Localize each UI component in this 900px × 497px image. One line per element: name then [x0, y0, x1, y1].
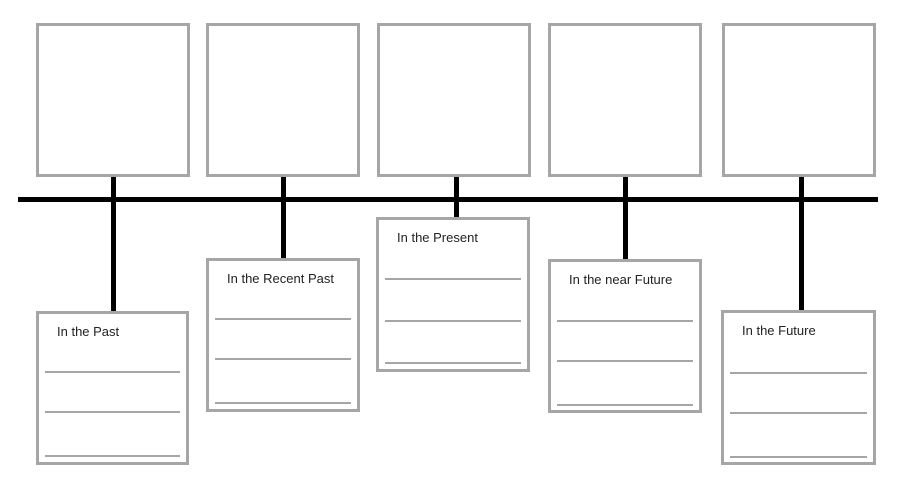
writing-line	[215, 402, 351, 404]
note-box-future: In the Future	[721, 310, 876, 465]
top-box-3	[377, 23, 531, 177]
note-box-recent-past: In the Recent Past	[206, 258, 360, 412]
writing-line	[385, 362, 521, 364]
note-label: In the Recent Past	[227, 271, 334, 286]
writing-line	[215, 358, 351, 360]
writing-line	[730, 412, 867, 414]
connector-5	[799, 177, 804, 311]
connector-1	[111, 177, 116, 312]
top-box-5	[722, 23, 876, 177]
writing-line	[730, 456, 867, 458]
note-label: In the Past	[57, 324, 120, 339]
connector-2	[281, 177, 286, 259]
note-label: In the near Future	[569, 272, 673, 287]
top-box-4	[548, 23, 702, 177]
connector-4	[623, 177, 628, 260]
writing-line	[557, 360, 693, 362]
writing-line	[45, 455, 180, 457]
note-label: In the Present	[397, 230, 478, 245]
note-box-past: In the Past	[36, 311, 189, 465]
top-box-2	[206, 23, 360, 177]
note-box-near-future: In the near Future	[548, 259, 702, 413]
writing-line	[45, 411, 180, 413]
writing-line	[557, 404, 693, 406]
writing-line	[730, 372, 867, 374]
writing-line	[45, 371, 180, 373]
writing-line	[215, 318, 351, 320]
writing-line	[385, 278, 521, 280]
writing-line	[385, 320, 521, 322]
note-label: In the Future	[742, 323, 816, 338]
writing-line	[557, 320, 693, 322]
timeline-axis	[18, 197, 878, 202]
note-box-present: In the Present	[376, 217, 530, 372]
top-box-1	[36, 23, 190, 177]
